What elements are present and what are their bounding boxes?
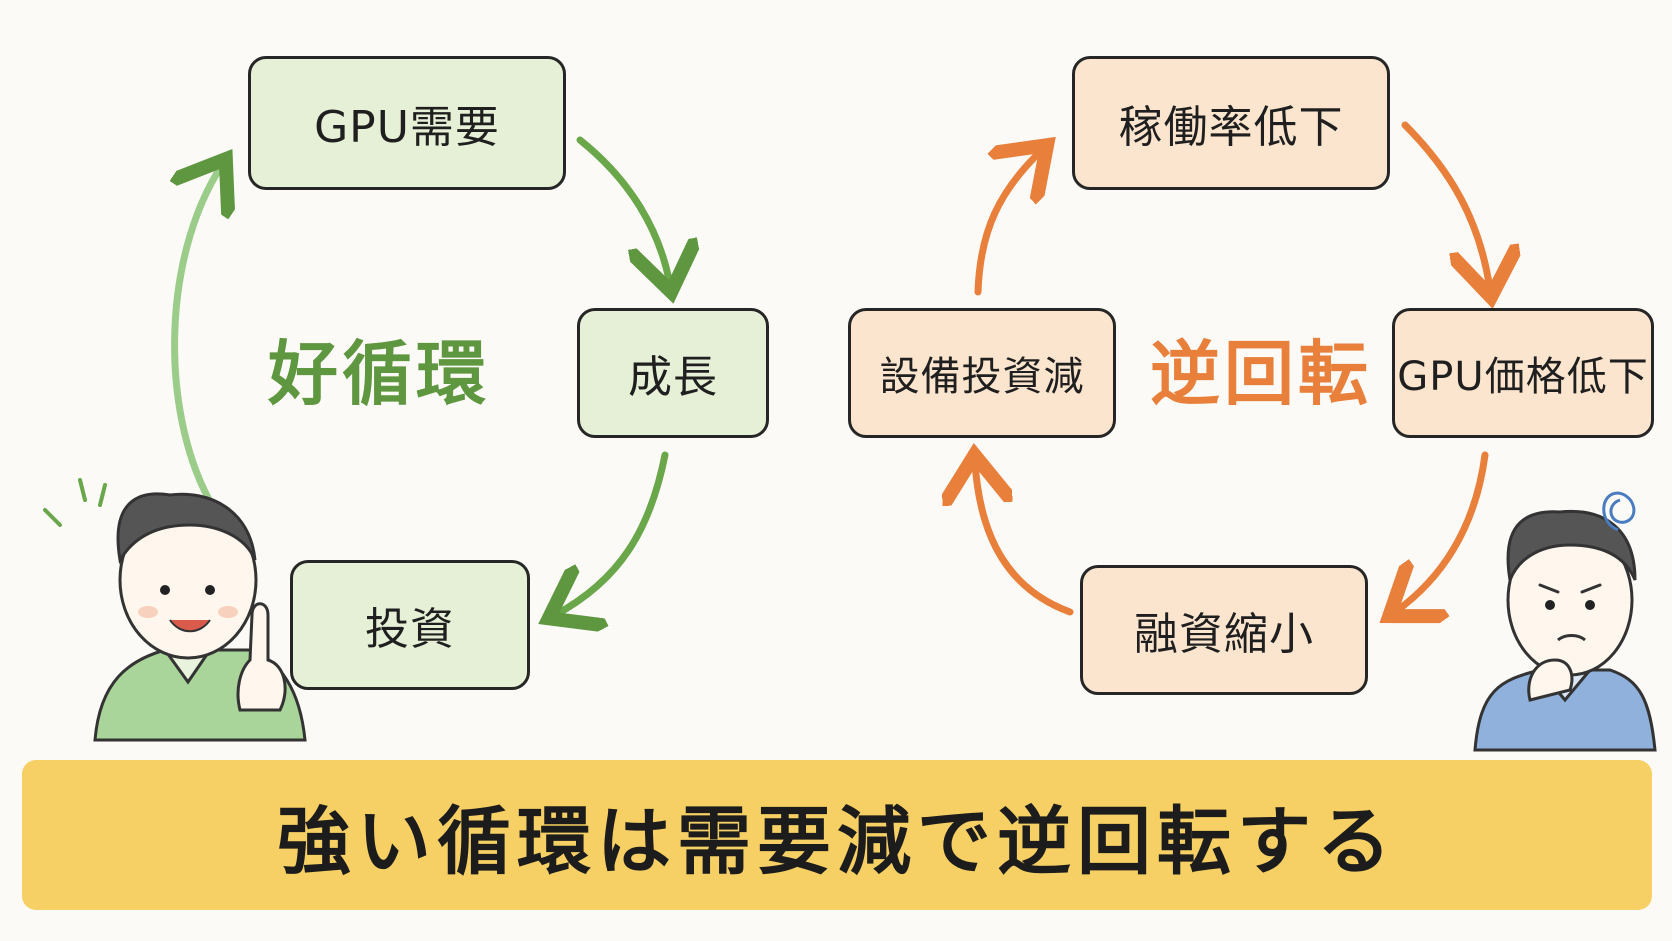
bad-cycle-title: 逆回転 bbox=[1150, 333, 1372, 415]
arrow-price-to-loan bbox=[1395, 451, 1489, 612]
worried-man-icon bbox=[1473, 491, 1657, 752]
arrow-gpu-to-growth bbox=[576, 136, 670, 285]
node-investment: 投資 bbox=[290, 560, 530, 690]
arrow-investment-to-gpu bbox=[175, 165, 222, 514]
good-cycle-title: 好循環 bbox=[268, 333, 490, 415]
arrow-capex-to-util bbox=[974, 150, 1042, 296]
summary-banner-text: 強い循環は需要減で逆回転する bbox=[277, 798, 1397, 885]
node-capex-drop: 設備投資減 bbox=[848, 308, 1116, 438]
happy-man-pointing-icon bbox=[43, 478, 307, 742]
node-gpu-demand: GPU需要 bbox=[248, 56, 566, 190]
arrow-growth-to-investment bbox=[555, 451, 669, 615]
arrow-util-to-price bbox=[1401, 121, 1490, 290]
node-gpu-price-drop: GPU価格低下 bbox=[1392, 308, 1654, 438]
summary-banner: 強い循環は需要減で逆回転する bbox=[22, 760, 1652, 910]
node-utilization-drop: 稼働率低下 bbox=[1072, 56, 1390, 190]
node-loan-contraction: 融資縮小 bbox=[1080, 565, 1368, 695]
arrow-loan-to-capex bbox=[975, 462, 1074, 616]
node-growth: 成長 bbox=[577, 308, 769, 438]
